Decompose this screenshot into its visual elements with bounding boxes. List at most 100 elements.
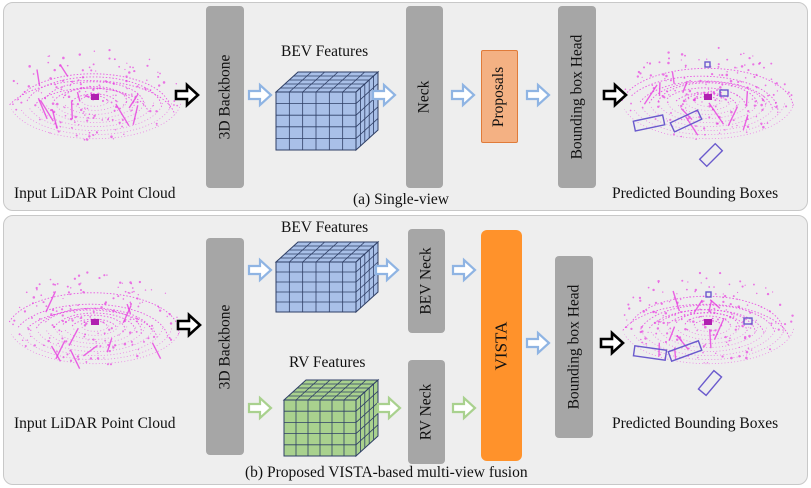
lidar-point: [703, 127, 706, 130]
lidar-point: [702, 295, 705, 298]
lidar-point: [626, 319, 628, 321]
lidar-point: [122, 330, 124, 333]
lidar-point: [95, 70, 97, 72]
lidar-point: [106, 274, 108, 276]
lidar-point: [760, 306, 763, 308]
lidar-point: [777, 328, 780, 331]
lidar-streak: [742, 114, 749, 131]
lidar-point: [708, 116, 711, 119]
lidar-point: [77, 79, 80, 82]
lidar-streak: [745, 91, 749, 107]
output-label-b: Predicted Bounding Boxes: [612, 415, 779, 432]
flow-arrow: [451, 395, 477, 421]
lidar-point: [674, 89, 677, 92]
point-cloud-ring: [44, 81, 145, 106]
lidar-point: [121, 282, 124, 284]
lidar-point: [698, 271, 702, 275]
lidar-point: [698, 58, 700, 61]
lidar-point: [755, 319, 757, 322]
lidar-point: [81, 69, 84, 72]
predicted-box: [704, 61, 711, 68]
lidar-point: [790, 94, 793, 97]
lidar-point: [55, 310, 58, 313]
point-cloud-ring: [36, 307, 153, 332]
lidar-point: [60, 330, 63, 333]
lidar-point: [113, 344, 117, 347]
lidar-streak: [151, 342, 162, 360]
lidar-point: [40, 294, 43, 297]
lidar-point: [101, 99, 105, 103]
lidar-point: [158, 84, 161, 87]
lidar-point: [144, 289, 147, 291]
lidar-point: [122, 298, 125, 300]
lidar-point: [730, 85, 733, 87]
lidar-point: [639, 72, 642, 75]
lidar-point: [752, 283, 755, 286]
lidar-point: [703, 362, 705, 364]
lidar-point: [714, 329, 717, 332]
lidar-point: [689, 296, 691, 298]
lidar-point: [791, 314, 794, 317]
lidar-point: [711, 317, 714, 320]
lidar-point: [736, 94, 739, 97]
lidar-point: [770, 322, 773, 325]
lidar-point: [110, 135, 113, 138]
lidar-point: [38, 318, 41, 320]
lidar-point: [726, 71, 728, 73]
point-cloud-ring: [62, 314, 126, 331]
point-cloud-ring: [622, 303, 790, 338]
point-cloud-ring: [54, 101, 137, 119]
point-cloud-ring: [45, 308, 142, 335]
lidar-point: [714, 99, 717, 102]
lidar-point: [28, 65, 31, 68]
cube-grid-line: [355, 402, 379, 423]
lidar-point: [85, 361, 88, 363]
lidar-point: [698, 316, 700, 319]
lidar-point: [651, 84, 654, 87]
lidar-streak: [693, 299, 703, 314]
lidar-point: [700, 315, 703, 318]
lidar-point: [755, 292, 758, 295]
bev-feature-cube-a: [274, 70, 380, 152]
cube-grid-line: [315, 241, 339, 263]
lidar-point: [744, 337, 747, 340]
lidar-point: [55, 86, 58, 89]
lidar-point: [138, 280, 142, 284]
lidar-point: [738, 346, 741, 349]
lidar-point: [723, 294, 727, 298]
lidar-point: [662, 73, 665, 76]
lidar-point: [157, 305, 159, 308]
lidar-point: [628, 307, 631, 310]
point-cloud-ring: [685, 325, 732, 336]
lidar-point: [790, 320, 793, 323]
lidar-point: [689, 79, 692, 82]
lidar-point: [740, 81, 743, 83]
lidar-point: [108, 328, 111, 331]
lidar-point: [77, 274, 81, 277]
bbox-head-box-b: Bounding box Head: [555, 256, 593, 438]
lidar-point: [128, 331, 132, 334]
lidar-point: [689, 311, 692, 314]
lidar-point: [119, 323, 121, 325]
lidar-point: [652, 288, 655, 292]
lidar-point: [133, 69, 136, 73]
lidar-point: [64, 321, 67, 324]
lidar-point: [69, 287, 72, 289]
lidar-point: [61, 79, 65, 82]
lidar-point: [92, 116, 95, 119]
lidar-streak: [727, 106, 739, 127]
point-cloud-ring: [632, 103, 786, 136]
lidar-point: [129, 301, 132, 304]
lidar-point: [60, 88, 63, 91]
lidar-point: [57, 342, 59, 345]
lidar-point: [726, 58, 729, 61]
flow-arrow: [451, 257, 477, 283]
lidar-point: [687, 97, 690, 100]
lidar-point: [694, 290, 697, 293]
neck-box-a: Neck: [406, 6, 443, 188]
lidar-point: [84, 333, 87, 336]
lidar-point: [176, 316, 178, 319]
lidar-point: [18, 306, 21, 309]
lidar-point: [37, 90, 40, 92]
lidar-point: [670, 112, 672, 114]
